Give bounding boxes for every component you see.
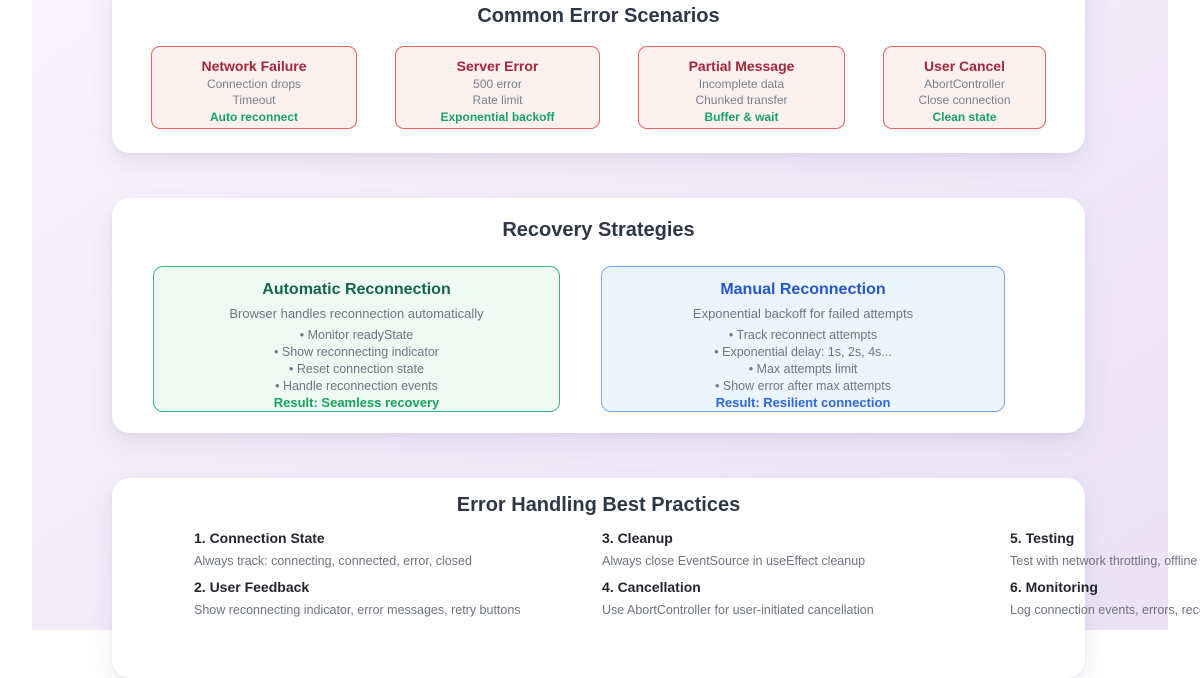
best-practice-heading: 4. Cancellation (602, 579, 701, 595)
best-practice-item-monitoring: 6. Monitoring Log connection events, err… (1010, 579, 1200, 618)
scenario-row: Network Failure Connection drops Timeout… (112, 46, 1085, 129)
recovery-strategies-card: Recovery Strategies Automatic Reconnecti… (112, 198, 1085, 433)
strategy-bullet: • Show reconnecting indicator (274, 345, 439, 359)
strategy-bullet: • Handle reconnection events (275, 379, 438, 393)
strategy-bullet-list: • Monitor readyState • Show reconnecting… (154, 327, 559, 395)
best-practices-card-title: Error Handling Best Practices (456, 494, 741, 516)
best-practice-desc: Log connection events, errors, reconn (1010, 603, 1200, 617)
best-practice-item-cleanup: 3. Cleanup Always close EventSource in u… (602, 530, 972, 569)
best-practice-heading: 2. User Feedback (194, 579, 310, 595)
best-practice-heading: 1. Connection State (194, 530, 325, 546)
best-practice-desc: Show reconnecting indicator, error messa… (194, 603, 521, 617)
strategy-bullet: • Reset connection state (288, 362, 424, 376)
recovery-card-title: Recovery Strategies (502, 219, 695, 241)
scenario-line: Incomplete data (698, 77, 785, 91)
strategy-bullet: • Track reconnect attempts (728, 328, 878, 342)
scenario-line: Close connection (918, 93, 1011, 107)
scenario-box-partial-message: Partial Message Incomplete data Chunked … (638, 46, 845, 129)
scenarios-card-title: Common Error Scenarios (477, 5, 720, 27)
common-error-scenarios-card: Common Error Scenarios Network Failure C… (112, 0, 1085, 153)
scenario-line: Timeout (232, 93, 276, 107)
best-practice-heading: 6. Monitoring (1010, 579, 1098, 595)
gradient-background-panel: Common Error Scenarios Network Failure C… (32, 0, 1200, 678)
scenario-title: Server Error (456, 58, 539, 74)
strategy-title: Manual Reconnection (720, 281, 886, 298)
best-practices-grid: 1. Connection State Always track: connec… (194, 531, 1200, 629)
scenario-line: AbortController (924, 77, 1005, 91)
best-practice-item-cancellation: 4. Cancellation Use AbortController for … (602, 579, 972, 618)
scenario-box-user-cancel: User Cancel AbortController Close connec… (883, 46, 1046, 129)
strategy-bullet-list: • Track reconnect attempts • Exponential… (602, 327, 1004, 395)
best-practice-heading: 3. Cleanup (602, 530, 673, 546)
scenario-action: Buffer & wait (704, 110, 779, 124)
best-practice-desc: Test with network throttling, offline mo (1010, 554, 1200, 568)
scenario-action: Clean state (932, 110, 997, 124)
scenario-line: Connection drops (206, 77, 302, 91)
scenario-line: 500 error (473, 77, 522, 91)
scenario-title: Network Failure (201, 58, 307, 74)
best-practices-card: Error Handling Best Practices 1. Connect… (112, 478, 1200, 678)
strategy-subtitle: Browser handles reconnection automatical… (229, 306, 484, 321)
scenario-box-network-failure: Network Failure Connection drops Timeout… (151, 46, 357, 129)
strategy-row: Automatic Reconnection Browser handles r… (112, 266, 1085, 412)
scenario-line: Chunked transfer (695, 93, 788, 107)
best-practice-heading: 5. Testing (1010, 530, 1075, 546)
scenario-action: Exponential backoff (440, 110, 555, 124)
best-practice-item-connection-state: 1. Connection State Always track: connec… (194, 530, 564, 569)
strategy-bullet: • Max attempts limit (748, 362, 858, 376)
scenario-action: Auto reconnect (209, 110, 298, 124)
best-practice-item-user-feedback: 2. User Feedback Show reconnecting indic… (194, 579, 564, 618)
manual-reconnection-box: Manual Reconnection Exponential backoff … (601, 266, 1005, 412)
strategy-subtitle: Exponential backoff for failed attempts (692, 306, 914, 321)
scenario-line: Rate limit (472, 93, 523, 107)
strategy-title: Automatic Reconnection (262, 281, 451, 298)
strategy-result: Result: Resilient connection (715, 395, 891, 410)
scenario-title: User Cancel (924, 58, 1005, 74)
strategy-bullet: • Exponential delay: 1s, 2s, 4s... (714, 345, 892, 359)
best-practice-desc: Use AbortController for user-initiated c… (602, 603, 874, 617)
scenario-box-server-error: Server Error 500 error Rate limit Expone… (395, 46, 600, 129)
strategy-bullet: • Monitor readyState (299, 328, 414, 342)
best-practice-desc: Always track: connecting, connected, err… (194, 554, 472, 568)
automatic-reconnection-box: Automatic Reconnection Browser handles r… (153, 266, 560, 412)
best-practice-item-testing: 5. Testing Test with network throttling,… (1010, 530, 1200, 569)
scenario-title: Partial Message (688, 58, 795, 74)
best-practice-desc: Always close EventSource in useEffect cl… (602, 554, 866, 568)
strategy-result: Result: Seamless recovery (273, 395, 440, 410)
strategy-bullet: • Show error after max attempts (715, 379, 891, 393)
